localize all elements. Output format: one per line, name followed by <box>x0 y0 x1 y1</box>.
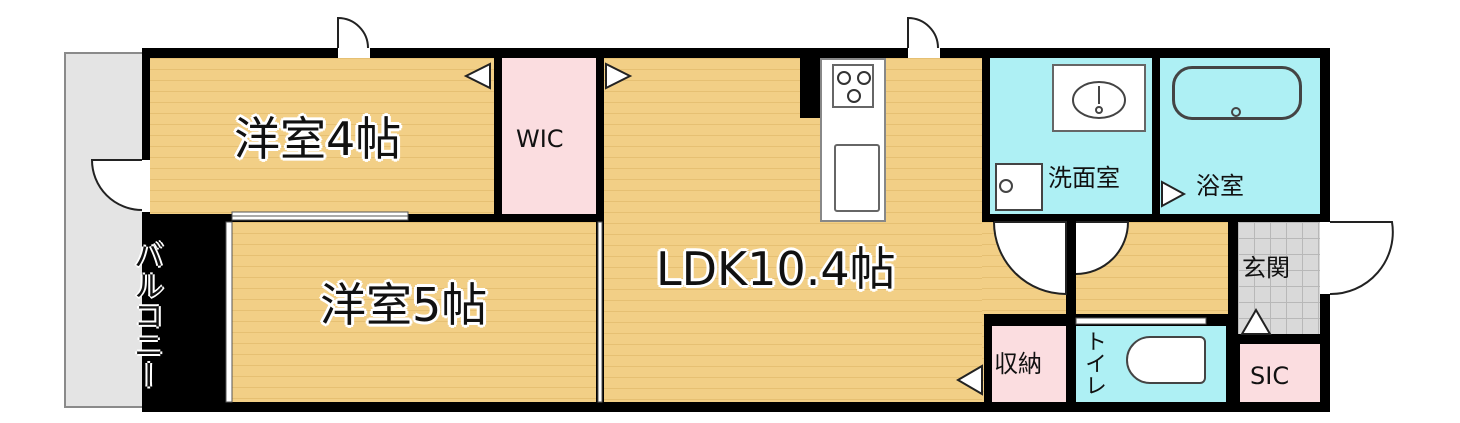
label-sic: SIC <box>1250 362 1290 390</box>
sink <box>834 144 880 212</box>
entrance <box>1238 222 1320 334</box>
label-entrance: 玄関 <box>1242 254 1290 282</box>
wic-room <box>502 58 596 214</box>
ldk-room-upper <box>982 222 986 314</box>
label-balcony: バルコニー <box>128 240 163 390</box>
door-gap-entrance <box>1320 222 1330 294</box>
label-wic: WIC <box>516 125 564 153</box>
bathtub <box>1172 66 1302 120</box>
label-washroom: 洗面室 <box>1048 164 1120 192</box>
western-room-5 <box>232 222 596 402</box>
western-room-4 <box>150 58 496 214</box>
ldk-room <box>604 58 982 402</box>
label-western-4: 洋室4帖 <box>234 112 402 166</box>
label-storage: 収納 <box>994 350 1042 378</box>
stove <box>832 64 874 108</box>
door-gap-top-right <box>908 48 940 58</box>
label-bath: 浴室 <box>1196 172 1244 200</box>
label-ldk: LDK10.4帖 <box>656 242 896 296</box>
toilet-fixture <box>1126 336 1206 384</box>
door-gap-top-left <box>338 48 370 58</box>
ldk-room-bottom <box>982 314 984 402</box>
label-toilet: トイレ <box>1081 330 1106 396</box>
kitchen-column <box>800 58 820 118</box>
label-western-5: 洋室5帖 <box>320 278 488 332</box>
sic-room <box>1240 344 1320 402</box>
door-gap-balcony <box>142 160 150 212</box>
storage-room <box>992 326 1066 402</box>
